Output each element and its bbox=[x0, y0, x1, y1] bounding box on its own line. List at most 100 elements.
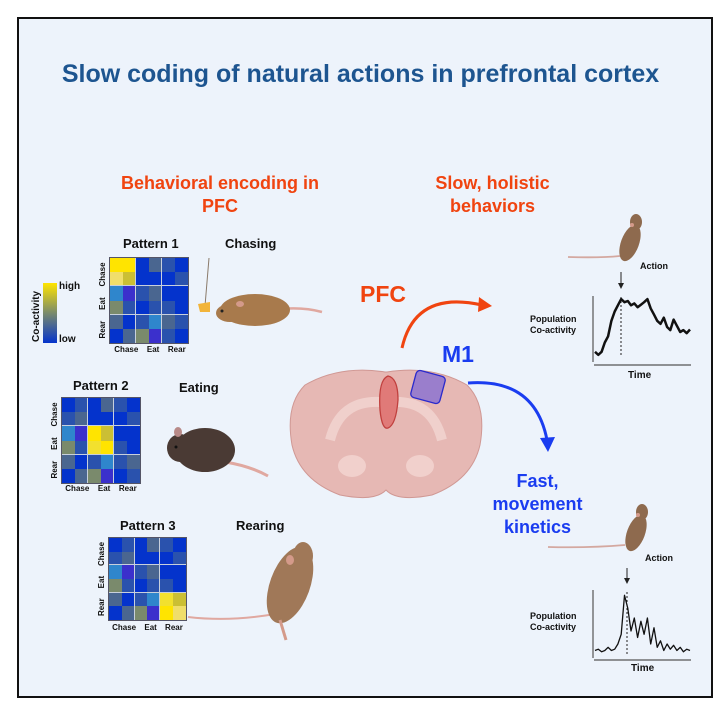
heatmap-cell bbox=[75, 440, 88, 455]
heatmap-cell bbox=[88, 398, 101, 413]
heatmap-cell bbox=[114, 454, 127, 469]
behavior-eating-label: Eating bbox=[179, 380, 219, 395]
heatmap-cell bbox=[101, 468, 114, 483]
slow-ylabel-line1: Population bbox=[530, 314, 577, 324]
fast-action-arrowhead bbox=[624, 578, 630, 584]
heatmap-cell bbox=[136, 314, 149, 329]
m1-arrowhead bbox=[540, 437, 555, 452]
heatmap-cell bbox=[134, 579, 148, 593]
fast-heading-line1: Fast, bbox=[516, 471, 559, 491]
heatmap-cell bbox=[147, 565, 161, 579]
fast-ylabel: Population Co-activity bbox=[530, 611, 577, 633]
slow-ylabel-line2: Co-activity bbox=[530, 325, 577, 335]
x-tick-rear: Rear bbox=[165, 623, 183, 632]
fast-heading-line2: movement bbox=[492, 494, 583, 514]
heatmap-cell bbox=[109, 538, 122, 552]
heatmap-cell bbox=[110, 314, 123, 329]
heatmap-cell bbox=[136, 258, 149, 273]
fast-ylabel-line2: Co-activity bbox=[530, 622, 577, 632]
pfc-label: PFC bbox=[360, 281, 406, 307]
heatmap-cell bbox=[175, 272, 188, 287]
heatmap-cell bbox=[75, 426, 88, 441]
left-heading-line2: PFC bbox=[202, 196, 238, 216]
heatmap-cell bbox=[173, 579, 186, 593]
right-heading: Slow, holistic behaviors bbox=[400, 172, 585, 218]
m1-arrow bbox=[467, 381, 549, 441]
pattern-3-heatmap bbox=[108, 537, 187, 621]
eating-mouse-icon bbox=[167, 427, 269, 478]
heatmap-cell bbox=[110, 300, 123, 315]
heatmap-cell bbox=[160, 579, 174, 593]
heatmap-cell bbox=[110, 272, 123, 287]
pattern-2-label: Pattern 2 bbox=[73, 378, 129, 393]
heatmap-cell bbox=[162, 314, 175, 329]
heatmap-cell bbox=[75, 454, 88, 469]
heatmap-cell bbox=[123, 314, 136, 329]
heatmap-cell bbox=[114, 412, 127, 427]
heatmap-cell bbox=[75, 398, 88, 413]
heatmap-cell bbox=[123, 258, 136, 273]
fast-action-mouse-icon bbox=[547, 504, 648, 552]
rearing-mouse-icon bbox=[187, 542, 314, 641]
heatmap-cell bbox=[121, 538, 135, 552]
heatmap-cell bbox=[62, 468, 75, 483]
slow-ylabel: Population Co-activity bbox=[530, 314, 577, 336]
x-tick-chase: Chase bbox=[112, 623, 137, 632]
heatmap-cell bbox=[88, 426, 101, 441]
heatmap-cell bbox=[109, 592, 122, 607]
heatmap-cell bbox=[121, 551, 135, 566]
heatmap-cell bbox=[127, 426, 140, 441]
heatmap-cell bbox=[134, 551, 148, 566]
behavior-rearing-label: Rearing bbox=[236, 518, 285, 533]
heatmap-cell bbox=[62, 412, 75, 427]
heatmap-cell bbox=[62, 454, 75, 469]
x-tick-rear: Rear bbox=[167, 345, 186, 354]
heatmap-cell bbox=[114, 468, 127, 483]
heatmap-cell bbox=[162, 286, 175, 301]
heatmap-cell bbox=[149, 286, 162, 301]
slow-xlabel: Time bbox=[628, 370, 652, 381]
pattern-3-label: Pattern 3 bbox=[120, 518, 176, 533]
heatmap-cell bbox=[136, 286, 149, 301]
heatmap-cell bbox=[127, 454, 140, 469]
fast-trace-line bbox=[594, 594, 691, 653]
x-tick-chase: Chase bbox=[114, 345, 139, 354]
heatmap-cell bbox=[136, 300, 149, 315]
heatmap-cell bbox=[121, 579, 135, 593]
heatmap-cell bbox=[101, 454, 114, 469]
pfc-arrow bbox=[400, 300, 483, 349]
heatmap-cell bbox=[134, 592, 148, 607]
heatmap-cell bbox=[147, 538, 161, 552]
page-title: Slow coding of natural actions in prefro… bbox=[61, 60, 660, 88]
m1-label: M1 bbox=[442, 341, 474, 367]
heatmap-cell bbox=[134, 606, 148, 620]
heatmap-cell bbox=[173, 538, 186, 552]
heatmap-cell bbox=[101, 426, 114, 441]
heatmap-cell bbox=[109, 579, 122, 593]
colorbar-high: high bbox=[59, 281, 81, 292]
heatmap-cell bbox=[160, 592, 174, 607]
heatmap-cell bbox=[121, 606, 135, 620]
heatmap-cell bbox=[88, 454, 101, 469]
heatmap-cell bbox=[123, 272, 136, 287]
heatmap-cell bbox=[88, 412, 101, 427]
heatmap-cell bbox=[136, 328, 149, 343]
heatmap-cell bbox=[123, 300, 136, 315]
pfc-arrowhead bbox=[478, 297, 492, 312]
heatmap-cell bbox=[88, 468, 101, 483]
pattern-1-heatmap bbox=[109, 257, 189, 344]
x-tick-eat: Eat bbox=[97, 484, 111, 493]
heatmap-cell bbox=[173, 565, 186, 579]
heatmap-cell bbox=[162, 300, 175, 315]
left-heading-line1: Behavioral encoding in bbox=[120, 173, 320, 193]
heatmap-cell bbox=[173, 592, 186, 607]
m1-region bbox=[410, 369, 446, 405]
cheese-on-string-icon bbox=[198, 257, 210, 312]
pfc-region bbox=[379, 375, 399, 429]
left-heading: Behavioral encoding in PFC bbox=[105, 172, 335, 218]
